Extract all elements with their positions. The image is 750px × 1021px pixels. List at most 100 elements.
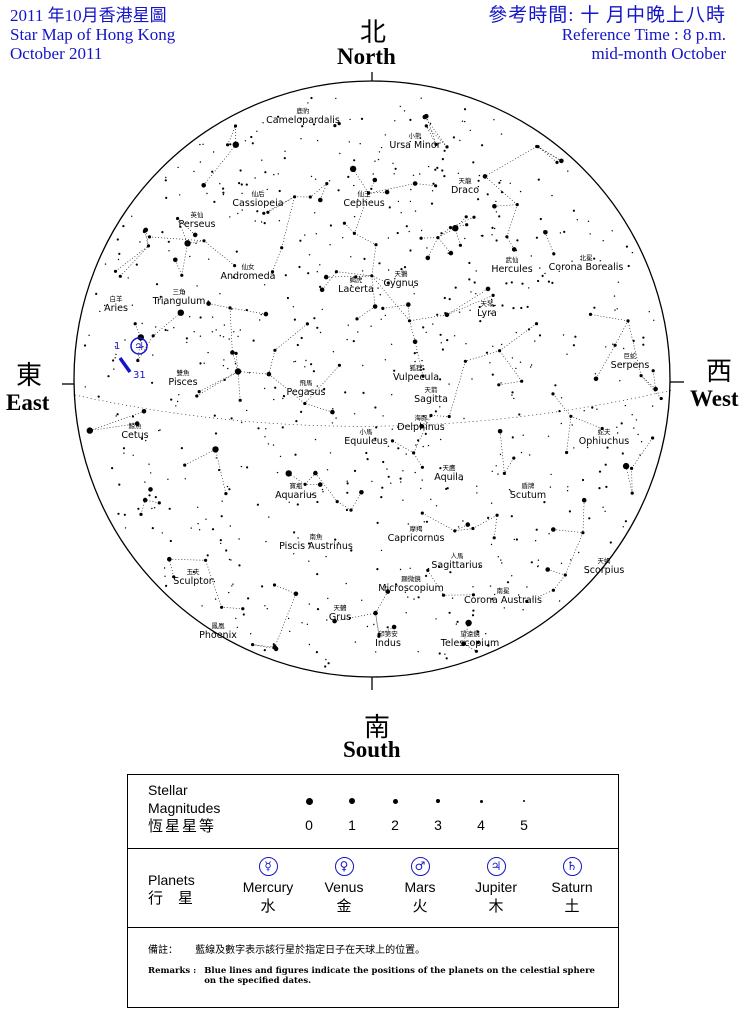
star	[380, 146, 383, 149]
star	[267, 443, 270, 445]
star	[503, 607, 505, 609]
star	[244, 140, 247, 142]
star	[316, 500, 319, 504]
star	[413, 293, 415, 295]
star	[347, 324, 349, 326]
star	[473, 281, 476, 284]
magnitude-label: 3	[434, 817, 442, 833]
star	[611, 230, 613, 232]
star	[387, 445, 390, 447]
constellation-line	[184, 449, 216, 466]
remarks-zh-label: 備註：	[148, 945, 178, 956]
constellation-name-en: Grus	[329, 612, 351, 623]
constellation-line	[181, 243, 188, 276]
constellation-line	[137, 337, 142, 361]
constellation-name-en: Scutum	[510, 490, 546, 501]
constellation-name-en: Sculptor	[173, 576, 212, 587]
star	[414, 471, 416, 474]
constellation-name-zh: 盾牌	[522, 481, 536, 490]
constellation-name-zh: 天箭	[425, 385, 439, 394]
constellation-line	[274, 584, 297, 595]
star	[335, 417, 337, 419]
star	[559, 232, 562, 234]
star	[353, 215, 356, 218]
star	[441, 169, 444, 172]
star	[443, 149, 446, 152]
star	[475, 270, 477, 272]
star	[223, 324, 226, 326]
star	[180, 447, 183, 450]
planet-name-en: Saturn	[551, 879, 593, 895]
star	[463, 108, 467, 111]
star	[283, 157, 286, 160]
star	[345, 582, 347, 585]
star	[142, 497, 148, 503]
magnitudes-title-line1: Stellar	[148, 782, 188, 798]
star	[148, 494, 151, 497]
magnitude-label: 1	[348, 817, 356, 833]
star	[534, 340, 536, 342]
star	[214, 432, 218, 435]
star	[353, 413, 356, 415]
star	[361, 270, 364, 272]
constellation-line	[494, 204, 518, 207]
constellation-line	[149, 236, 205, 242]
remarks-en-label: Remarks :	[148, 966, 197, 976]
star	[440, 342, 442, 344]
star	[510, 281, 513, 284]
star	[312, 123, 316, 126]
constellation-name-en: Telescopium	[440, 638, 499, 649]
star	[541, 274, 544, 277]
star	[549, 486, 552, 488]
star	[530, 364, 533, 366]
star	[574, 335, 577, 338]
constellation-name-zh: 雙魚	[177, 368, 191, 377]
constellation-line	[315, 472, 338, 502]
star	[495, 200, 497, 203]
star	[492, 345, 494, 347]
star	[521, 282, 524, 285]
star	[399, 568, 402, 571]
constellation-line	[499, 350, 522, 382]
star	[630, 491, 634, 495]
constellation-line	[268, 350, 276, 375]
star	[229, 143, 232, 146]
star	[349, 118, 351, 121]
constellation-name-zh: 狐狸	[410, 363, 424, 372]
star	[293, 553, 295, 555]
magnitude-item: 1	[341, 793, 363, 833]
constellation-name-zh: 印第安	[378, 629, 398, 638]
constellation-line	[566, 416, 572, 453]
star	[84, 386, 87, 388]
constellation-name-zh: 鯨魚	[129, 421, 143, 430]
star	[193, 331, 195, 333]
star	[386, 468, 388, 470]
star	[572, 344, 576, 347]
star	[506, 581, 510, 584]
constellation-line	[344, 222, 355, 234]
constellation-line	[454, 528, 473, 532]
star	[316, 326, 319, 329]
constellation-line	[304, 365, 340, 404]
star	[653, 319, 655, 321]
constellation-name-en: Camelopardalis	[266, 115, 340, 126]
star	[193, 170, 195, 173]
constellation-line	[354, 193, 369, 234]
star	[587, 220, 590, 222]
constellation-line	[352, 168, 369, 194]
star	[530, 255, 532, 257]
star	[229, 216, 231, 218]
star	[538, 334, 542, 337]
star	[329, 224, 332, 227]
star	[173, 327, 175, 329]
star	[512, 456, 516, 460]
star	[263, 649, 266, 652]
star	[206, 192, 208, 195]
constellation-name-en: Sagitta	[414, 394, 448, 405]
constellation-line	[153, 312, 181, 337]
star	[299, 239, 302, 242]
star	[375, 426, 378, 429]
